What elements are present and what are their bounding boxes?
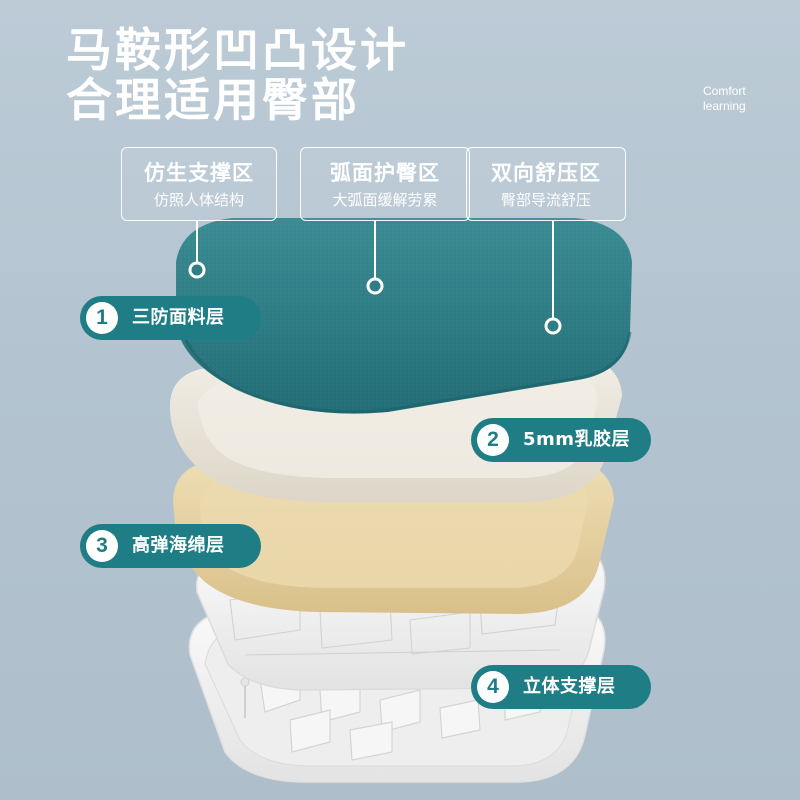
layer-label: 三防面料层 [132,307,225,328]
feature-markers [188,261,562,335]
tagline-line-1: Comfort [703,84,746,98]
feature-title: 双向舒压区 [491,161,601,185]
headline-line-1: 马鞍形凹凸设计 [66,23,409,77]
feature-arc-protection: 弧面护臀区 大弧面缓解劳累 [300,147,470,221]
layer-label-fabric: 1 三防面料层 [80,296,261,340]
feature-subtitle: 大弧面缓解劳累 [332,191,438,209]
feature-connectors [196,221,554,318]
layer-label: 立体支撑层 [523,676,616,697]
feature-title: 仿生支撑区 [144,161,254,185]
feature-bionic-support: 仿生支撑区 仿照人体结构 [121,147,277,221]
tagline-line-2: learning [703,99,746,113]
layer-number-badge: 2 [477,424,509,456]
feature-pressure-relief: 双向舒压区 臀部导流舒压 [466,147,626,221]
layer-label-latex: 2 5mm乳胶层 [471,418,651,462]
layer-number-badge: 4 [477,671,509,703]
layer-label-support: 4 立体支撑层 [471,665,651,709]
feature-title: 弧面护臀区 [330,161,440,185]
fabric-top-layer [176,218,632,414]
layer-number-badge: 3 [86,530,118,562]
headline-line-2: 合理适用臀部 [66,73,360,127]
layer-label: 高弹海绵层 [132,535,225,556]
layer-number-badge: 1 [86,302,118,334]
layer-label-foam: 3 高弹海绵层 [80,524,261,568]
layer-label: 5mm乳胶层 [523,429,631,450]
feature-subtitle: 臀部导流舒压 [500,191,591,209]
feature-subtitle: 仿照人体结构 [153,191,244,209]
